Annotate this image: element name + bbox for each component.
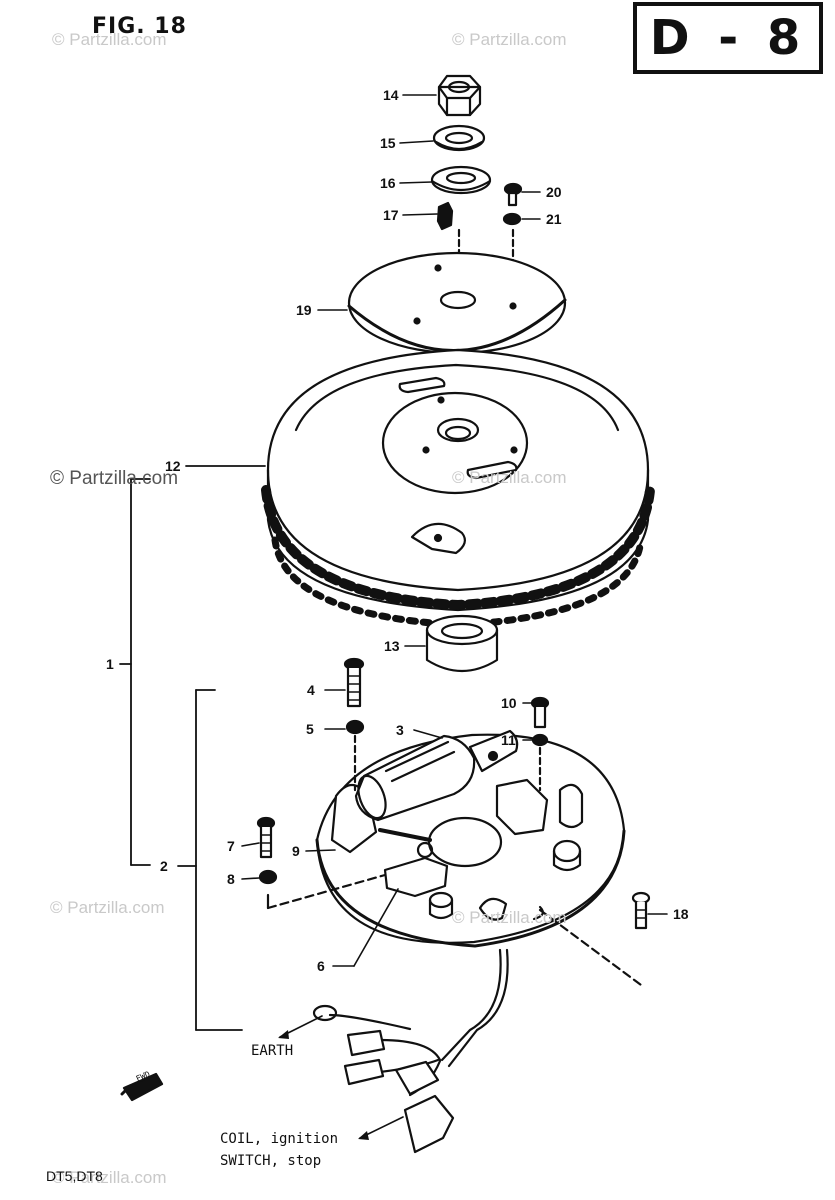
contact-screw-part: [530, 696, 550, 729]
page-code-box: D - 8: [633, 2, 823, 74]
callout-9: 9: [292, 843, 300, 859]
figure-title: FIG. 18: [92, 14, 187, 39]
flywheel-part: [261, 348, 655, 629]
watermark: © Partzilla.com: [50, 468, 179, 489]
callout-14: 14: [383, 87, 399, 103]
earth-label: EARTH: [251, 1043, 294, 1059]
contact-washer-part: [531, 733, 549, 747]
callout-21: 21: [546, 211, 562, 227]
collar-part: [425, 614, 499, 672]
watermark: © Partzilla.com: [52, 1168, 167, 1187]
ignition-coil-part: [354, 729, 519, 842]
callout-10: 10: [501, 695, 517, 711]
coil-washer-part: [345, 719, 365, 735]
assembly-bracket-lines: [119, 465, 266, 1031]
callout-1: 1: [106, 656, 114, 672]
callout-11: 11: [501, 732, 516, 748]
stator-washer-part: [258, 869, 278, 885]
watermark: © Partzilla.com: [452, 908, 567, 927]
key-part: [436, 201, 454, 231]
callout-2: 2: [160, 858, 168, 874]
callout-13: 13: [384, 638, 400, 654]
callout-6: 6: [317, 958, 325, 974]
forward-arrow-icon: [120, 1072, 164, 1102]
callout-19: 19: [296, 302, 312, 318]
callout-8: 8: [227, 871, 235, 887]
callout-5: 5: [306, 721, 314, 737]
lockwasher-part: [502, 212, 522, 226]
watermark: © Partzilla.com: [50, 898, 165, 917]
model-designation: DT5,DT8: [46, 1168, 103, 1184]
spring-washer-part: [432, 124, 486, 152]
arrowheads: [278, 1030, 369, 1140]
callout-15: 15: [380, 135, 396, 151]
page-code: D - 8: [649, 10, 807, 66]
watermark: © Partzilla.com: [452, 468, 567, 487]
callout-16: 16: [380, 175, 396, 191]
stator-screw-part: [256, 816, 276, 859]
watermark: © Partzilla.com: [52, 30, 167, 49]
wire-harness-part: [312, 948, 509, 1154]
callout-3: 3: [396, 722, 404, 738]
watermark: © Partzilla.com: [452, 30, 567, 49]
screw-part: [503, 182, 523, 207]
switch-stop-label: SWITCH, stop: [220, 1153, 322, 1169]
coil-ignition-label: COIL, ignition: [220, 1131, 339, 1147]
coil-screw-part: [343, 657, 365, 708]
callout-17: 17: [383, 207, 399, 223]
callout-7: 7: [227, 838, 235, 854]
washer-part: [430, 165, 492, 195]
callout-4: 4: [307, 682, 315, 698]
base-screw-part: [631, 891, 651, 930]
cover-plate-part: [347, 251, 567, 355]
callout-20: 20: [546, 184, 562, 200]
callout-12: 12: [165, 458, 181, 474]
callout-18: 18: [673, 906, 689, 922]
nut-part: [437, 74, 482, 117]
